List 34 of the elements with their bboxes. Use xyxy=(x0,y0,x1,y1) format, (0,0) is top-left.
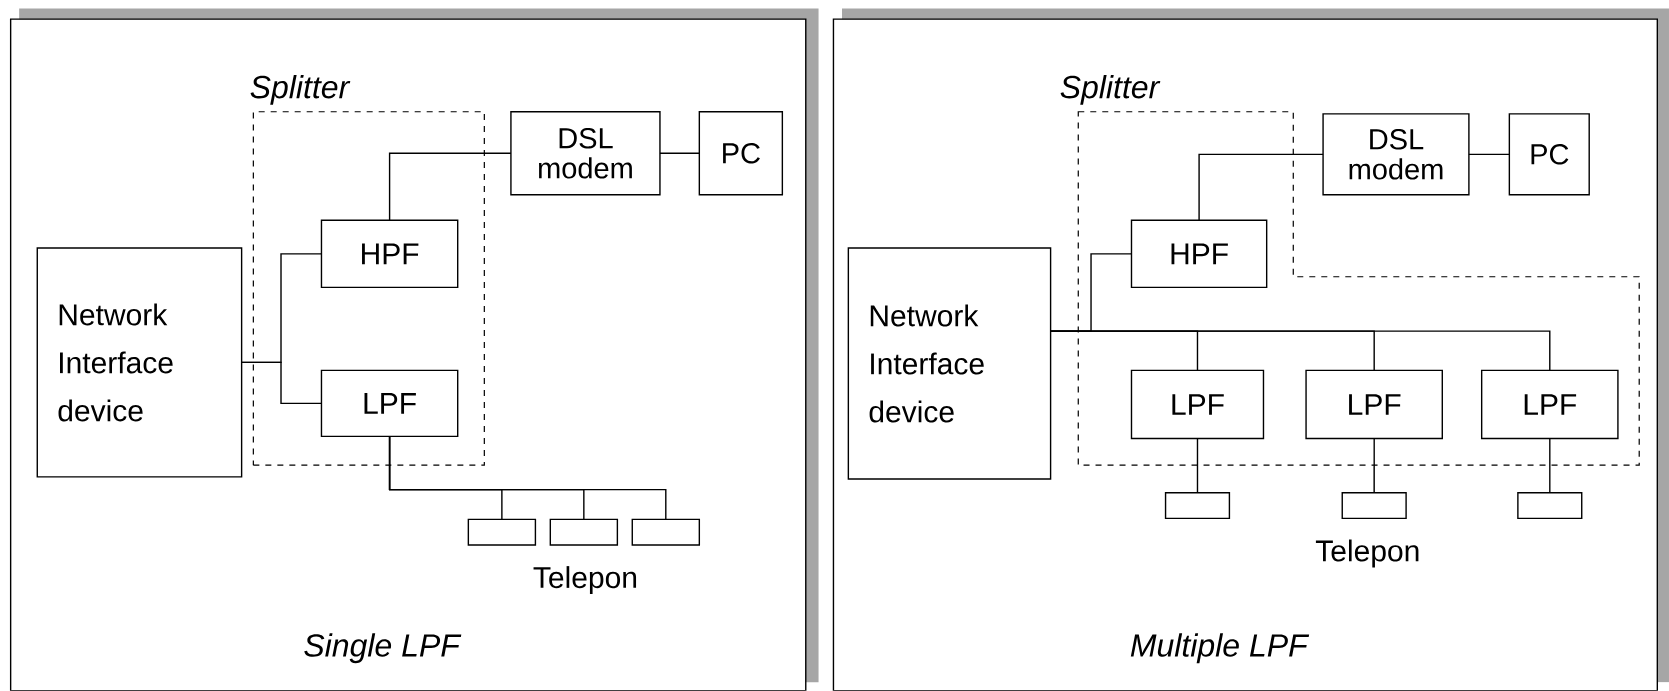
telephone-box xyxy=(549,518,619,546)
telephone-label: Telepon xyxy=(533,566,637,595)
device-box: DSL modem xyxy=(510,111,661,196)
connector-line xyxy=(1373,437,1375,494)
device-box: PC xyxy=(698,111,784,196)
filter-box: HPF xyxy=(320,219,459,289)
telephone-box xyxy=(1517,492,1583,520)
splitter-label: Splitter xyxy=(250,75,351,105)
interface-box: Network Interface device xyxy=(847,247,1052,480)
filter-box: LPF xyxy=(1480,369,1619,440)
device-box: DSL modem xyxy=(1322,113,1470,196)
connector-line xyxy=(1049,330,1551,372)
telephone-label: Telepon xyxy=(1315,539,1419,568)
device-box: PC xyxy=(1508,113,1590,196)
panel-caption: Multiple LPF xyxy=(1130,633,1310,664)
connector-line xyxy=(388,152,512,222)
connector-line xyxy=(1196,437,1199,494)
filter-box: HPF xyxy=(1130,219,1268,289)
panel-caption: Single LPF xyxy=(304,633,462,664)
connector-line xyxy=(240,361,323,405)
connector-line xyxy=(1468,153,1511,156)
filter-box: LPF xyxy=(1305,369,1443,440)
connector-line xyxy=(1549,437,1551,494)
interface-box: Network Interface device xyxy=(36,247,243,478)
filter-box: LPF xyxy=(320,369,459,438)
connector-line xyxy=(1198,153,1324,222)
telephone-box xyxy=(467,518,537,546)
filter-box: LPF xyxy=(1130,369,1265,440)
telephone-box xyxy=(1164,492,1231,520)
connector-line xyxy=(388,435,667,521)
telephone-box xyxy=(1341,492,1407,520)
splitter-label: Splitter xyxy=(1060,75,1161,105)
connector-line xyxy=(659,152,701,155)
telephone-box xyxy=(631,518,701,546)
